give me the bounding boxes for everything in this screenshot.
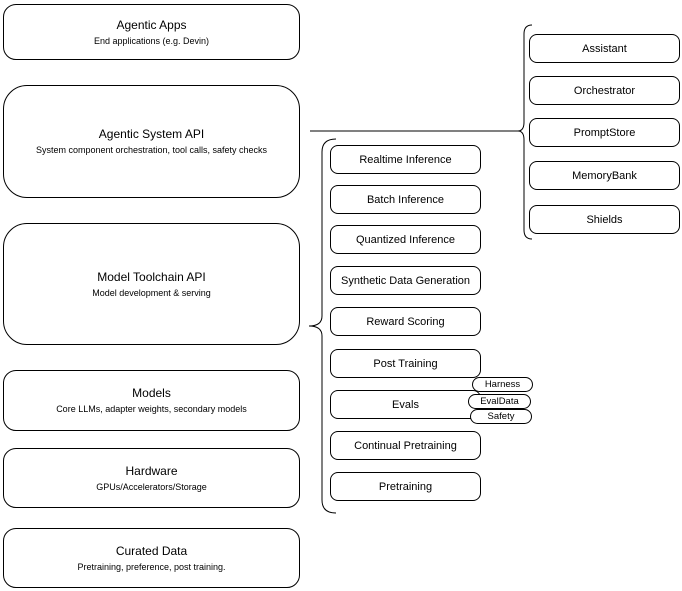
box-models: Models Core LLMs, adapter weights, secon… <box>3 370 300 431</box>
box-subtitle: Pretraining, preference, post training. <box>77 561 226 572</box>
box-label: Continual Pretraining <box>354 439 457 452</box>
box-label: Orchestrator <box>573 84 636 97</box>
pill-safety: Safety <box>470 409 532 424</box>
pill-label: EvalData <box>480 396 519 407</box>
box-pretraining: Pretraining <box>330 472 481 501</box>
box-batch-inference: Batch Inference <box>330 185 481 214</box>
box-label: Quantized Inference <box>355 233 456 246</box>
box-orchestrator: Orchestrator <box>529 76 680 105</box>
box-title: Model Toolchain API <box>97 269 206 284</box>
pill-harness: Harness <box>472 377 533 392</box>
box-label: Post Training <box>373 357 438 370</box>
box-label: Reward Scoring <box>366 315 445 328</box>
box-title: Models <box>132 386 171 400</box>
box-title: Agentic Apps <box>116 17 187 32</box>
box-label: Evals <box>392 398 419 411</box>
box-evals: Evals <box>330 390 481 419</box>
box-label: Synthetic Data Generation <box>340 274 471 287</box>
box-hardware: Hardware GPUs/Accelerators/Storage <box>3 448 300 508</box>
box-title: Agentic System API <box>98 127 205 141</box>
box-agentic-system-api: Agentic System API System component orch… <box>3 85 300 198</box>
box-synthetic-data-generation: Synthetic Data Generation <box>330 266 481 295</box>
box-assistant: Assistant <box>529 34 680 63</box>
box-promptstore: PromptStore <box>529 118 680 147</box>
box-curated-data: Curated Data Pretraining, preference, po… <box>3 528 300 588</box>
box-continual-pretraining: Continual Pretraining <box>330 431 481 460</box>
box-label: Pretraining <box>378 480 433 493</box>
box-label: Assistant <box>582 42 627 55</box>
box-label: Shields <box>586 213 623 226</box>
pill-evaldata: EvalData <box>468 394 531 409</box>
box-subtitle: System component orchestration, tool cal… <box>35 145 268 155</box>
box-label: Batch Inference <box>366 193 445 206</box>
pill-label: Safety <box>487 411 515 422</box>
box-subtitle: End applications (e.g. Devin) <box>93 35 210 46</box>
box-subtitle: Core LLMs, adapter weights, secondary mo… <box>56 404 247 414</box>
box-shields: Shields <box>529 205 680 234</box>
box-realtime-inference: Realtime Inference <box>330 145 481 174</box>
box-subtitle: Model development & serving <box>92 287 211 298</box>
box-agentic-apps: Agentic Apps End applications (e.g. Devi… <box>3 4 300 60</box>
box-label: PromptStore <box>573 126 636 139</box>
box-post-training: Post Training <box>330 349 481 378</box>
box-model-toolchain-api: Model Toolchain API Model development & … <box>3 223 300 345</box>
box-label: MemoryBank <box>572 169 637 182</box>
pill-label: Harness <box>484 379 521 390</box>
box-label: Realtime Inference <box>359 153 452 166</box>
box-title: Curated Data <box>115 543 188 558</box>
box-subtitle: GPUs/Accelerators/Storage <box>96 481 207 492</box>
box-title: Hardware <box>125 463 178 478</box>
box-memorybank: MemoryBank <box>529 161 680 190</box>
box-reward-scoring: Reward Scoring <box>330 307 481 336</box>
box-quantized-inference: Quantized Inference <box>330 225 481 254</box>
